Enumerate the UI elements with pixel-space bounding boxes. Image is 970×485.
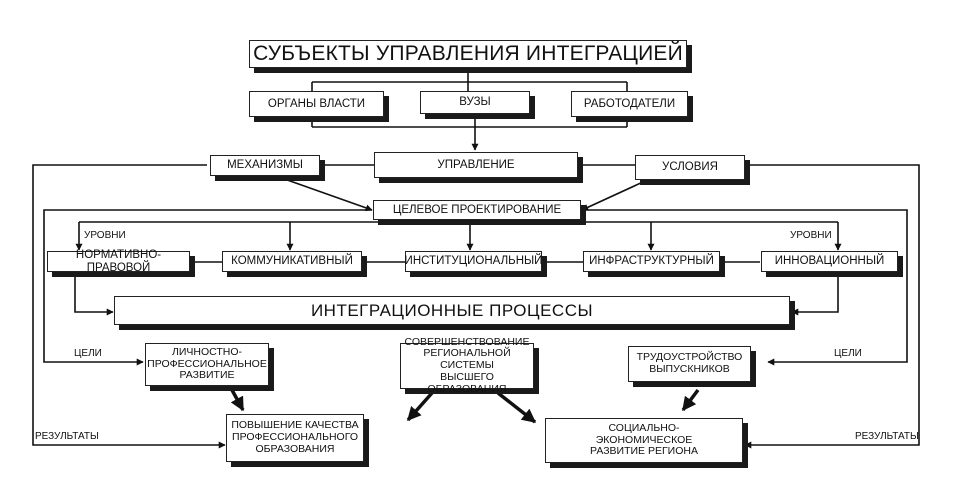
- results-label-left: РЕЗУЛЬТАТЫ: [35, 431, 99, 442]
- levels-label-left: УРОВНИ: [84, 230, 126, 241]
- mechanisms-box: МЕХАНИЗМЫ: [210, 155, 320, 176]
- level-innovative: ИННОВАЦИОННЫЙ: [761, 251, 898, 272]
- regional-development-box: СОЦИАЛЬНО- ЭКОНОМИЧЕСКОЕ РАЗВИТИЕ РЕГИОН…: [545, 418, 743, 463]
- employment-to-regional-arrow: [681, 388, 700, 412]
- personal-to-quality-arrow: [230, 389, 245, 412]
- left-level-to-processes-arrow: [74, 275, 114, 316]
- target-design-box: ЦЕЛЕВОЕ ПРОЕКТИРОВАНИЕ: [373, 200, 581, 220]
- level-normative-legal: НОРМАТИВНО-ПРАВОВОЙ: [47, 249, 190, 274]
- authorities-box: ОРГАНЫ ВЛАСТИ: [249, 91, 384, 117]
- levels-label-right: УРОВНИ: [790, 230, 832, 241]
- level-institutional: ИНСТИТУЦИОНАЛЬНЫЙ: [405, 251, 542, 272]
- level-communicative: КОММУНИКАТИВНЫЙ: [222, 251, 362, 272]
- conditions-to-design-arrow: [581, 175, 657, 211]
- left-results-loop-arrow: [32, 164, 226, 449]
- right-goals-loop-arrow: [582, 209, 908, 366]
- conditions-box: УСЛОВИЯ: [635, 155, 745, 180]
- graduate-employment-box: ТРУДОУСТРОЙСТВО ВЫПУСКНИКОВ: [628, 346, 751, 382]
- results-label-right: РЕЗУЛЬТАТЫ: [855, 431, 919, 442]
- left-goals-loop-arrow: [43, 209, 372, 366]
- personal-development-box: ЛИЧНОСТНО- ПРОФЕССИОНАЛЬНОЕ РАЗВИТИЕ: [145, 343, 269, 386]
- management-box: УПРАВЛЕНИЕ: [374, 152, 578, 178]
- right-results-loop-arrow: [744, 164, 920, 449]
- level-infrastructural: ИНФРАСТРУКТУРНЫЙ: [583, 251, 720, 272]
- higher-education-improvement-box: СОВЕРШЕНСТВОВАНИЕ РЕГИОНАЛЬНОЙ СИСТЕМЫ В…: [400, 336, 534, 395]
- goals-label-right: ЦЕЛИ: [834, 348, 862, 359]
- right-level-to-processes-arrow: [791, 275, 839, 316]
- integration-processes-box: ИНТЕГРАЦИОННЫЕ ПРОЦЕССЫ: [114, 296, 790, 325]
- integration-subjects-title: СУБЪЕКТЫ УПРАВЛЕНИЯ ИНТЕГРАЦИЕЙ: [249, 40, 687, 68]
- improvement-to-regional-arrow: [496, 391, 537, 424]
- improvement-to-quality-arrow: [406, 391, 434, 422]
- universities-box: ВУЗЫ: [420, 91, 530, 114]
- mechanisms-to-design-arrow: [275, 175, 373, 212]
- goals-label-left: ЦЕЛИ: [74, 348, 102, 359]
- education-quality-box: ПОВЫШЕНИЕ КАЧЕСТВА ПРОФЕССИОНАЛЬНОГО ОБР…: [226, 414, 364, 462]
- employers-box: РАБОТОДАТЕЛИ: [571, 91, 688, 117]
